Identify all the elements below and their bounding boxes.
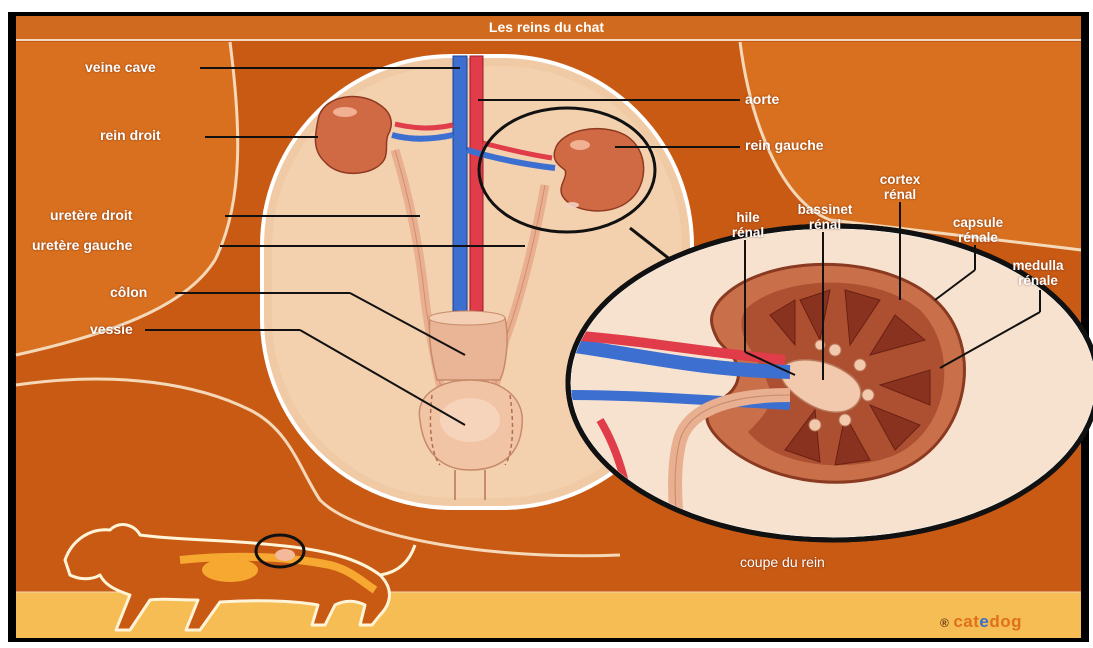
registered-mark: ® <box>940 616 949 630</box>
label-capsule-renale: capsule rénale <box>945 215 1011 245</box>
brand-name-pre: cat <box>953 612 979 631</box>
label-rein-droit: rein droit <box>100 128 161 143</box>
brand-name-e: e <box>979 612 989 631</box>
label-hile-renal-line1: hile <box>723 210 773 225</box>
label-vessie: vessie <box>90 322 133 337</box>
label-cortex-renal-line1: cortex <box>872 172 928 187</box>
label-bassinet-renal-line2: rénal <box>795 217 855 232</box>
label-bassinet-renal-line1: bassinet <box>795 202 855 217</box>
rein-droit <box>315 97 391 174</box>
label-hile-renal: hile rénal <box>723 210 773 240</box>
rein-gauche <box>554 129 643 211</box>
label-medulla-renale-line2: rénale <box>1005 273 1071 288</box>
label-capsule-renale-line2: rénale <box>945 230 1011 245</box>
colon <box>429 318 507 380</box>
label-colon: côlon <box>110 285 147 300</box>
label-veine-cave: veine cave <box>85 60 156 75</box>
label-aorte: aorte <box>745 92 779 107</box>
veine-cave <box>453 56 467 311</box>
label-cortex-renal-line2: rénal <box>872 187 928 202</box>
label-cortex-renal: cortex rénal <box>872 172 928 202</box>
label-uretere-droit: uretère droit <box>50 208 132 223</box>
label-bassinet-renal: bassinet rénal <box>795 202 855 232</box>
label-rein-gauche: rein gauche <box>745 138 824 153</box>
label-hile-renal-line2: rénal <box>723 225 773 240</box>
label-capsule-renale-line1: capsule <box>945 215 1011 230</box>
label-medulla-renale-line1: medulla <box>1005 258 1071 273</box>
brand-name-post: dog <box>989 612 1022 631</box>
diagram-title: Les reins du chat <box>0 17 1093 37</box>
brand-logo[interactable]: ® catedog <box>940 612 1022 632</box>
label-medulla-renale: medulla rénale <box>1005 258 1071 288</box>
label-coupe-du-rein: coupe du rein <box>740 555 825 570</box>
label-uretere-gauche: uretère gauche <box>32 238 132 253</box>
